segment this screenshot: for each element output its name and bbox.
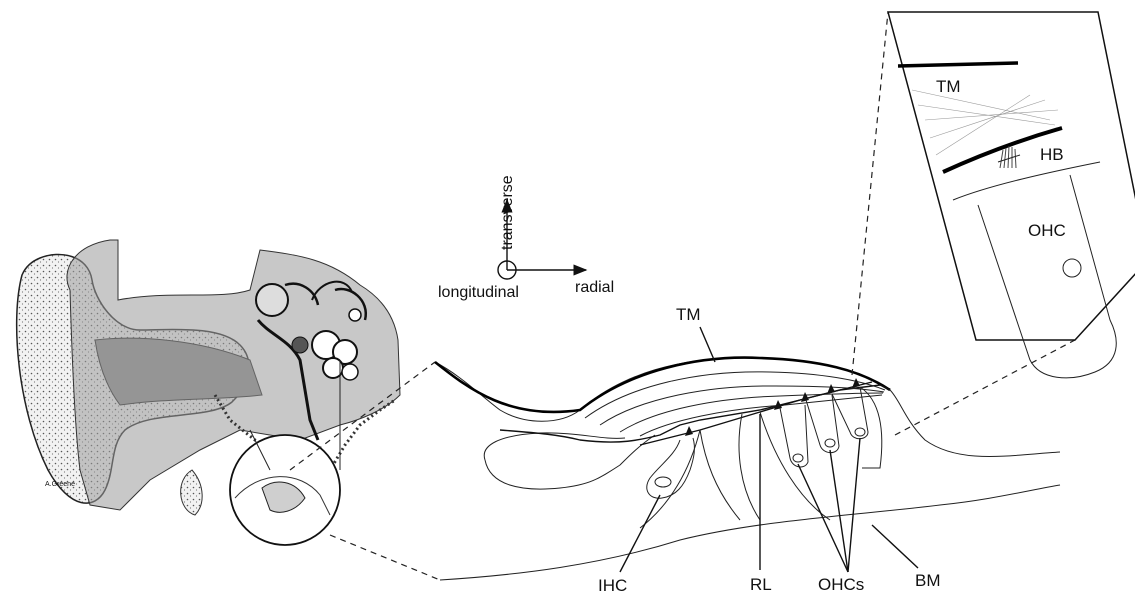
transverse-label: transverse [499, 175, 516, 250]
ihc-label: IHC [598, 576, 627, 595]
tissue-boundary-left [435, 358, 1060, 457]
inset-frame [888, 12, 1135, 340]
organ-of-corti: TM IHC RL OHCs BM [435, 305, 1060, 595]
inset-zoom-line-left [852, 12, 888, 375]
outer-hair-cells [780, 387, 868, 467]
tm-leader [700, 327, 715, 362]
zoom-line-lower [330, 535, 440, 580]
tectorial-membrane [435, 358, 890, 412]
inset-zoom-line-right [895, 340, 1075, 435]
longitudinal-label: longitudinal [438, 284, 519, 301]
bm-label: BM [915, 571, 941, 590]
svg-text:A.Greene: A.Greene [45, 481, 75, 488]
ihc-leader [620, 495, 660, 572]
tm-label: TM [676, 305, 701, 324]
rl-label: RL [750, 575, 772, 594]
radial-label: radial [575, 279, 614, 296]
inset-hb-label: HB [1040, 145, 1064, 164]
ohcs-label: OHCs [818, 575, 864, 594]
limbus [484, 433, 625, 460]
inset-ohc-label: OHC [1028, 221, 1066, 240]
basilar-membrane [440, 485, 1060, 580]
ear-anatomy-illustration: A.Greene [17, 240, 400, 545]
bm-leader [872, 525, 918, 568]
inset-tm-label: TM [936, 77, 961, 96]
hair-bundle-inset: TM HB OHC [888, 12, 1135, 378]
supporting-cells [640, 387, 882, 528]
orientation-axes: transverse longitudinal radial [438, 175, 614, 301]
inner-sulcus [485, 435, 655, 489]
